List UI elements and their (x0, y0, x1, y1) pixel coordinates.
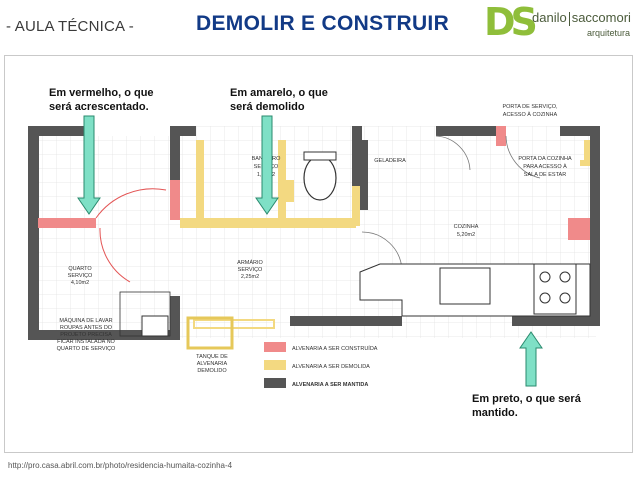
label-armario-2: SERVIÇO (238, 267, 263, 273)
kitchen-counter (359, 263, 591, 317)
label-quarto-1: QUARTO (68, 266, 92, 272)
washing-machine (141, 315, 169, 337)
note-black-line2: mantido. (472, 407, 518, 419)
label-armario-3: 2,25m2 (241, 274, 259, 280)
legend-swatch-demolish (264, 360, 286, 370)
stove-icon (533, 263, 577, 315)
new-walls (38, 126, 590, 240)
label-porta-cozinha-3: SALA DE ESTAR (524, 172, 566, 178)
source-link[interactable]: http://pro.casa.abril.com.br/photo/resid… (8, 461, 233, 470)
label-maquina-5: QUARTO DE SERVIÇO (57, 346, 116, 352)
label-quarto-2: SERVIÇO (68, 273, 93, 279)
legend: ALVENARIA A SER CONSTRUÍDA ALVENARIA A S… (264, 342, 378, 388)
logo-name-first: danilo (532, 10, 567, 25)
label-geladeira: GELADEIRA (374, 158, 406, 164)
logo-name: danilo saccomori (532, 10, 631, 26)
label-maquina-3: PROJETO PRECISA (60, 332, 112, 338)
door-swings (95, 188, 167, 283)
kept-walls (28, 126, 600, 340)
logo-subtitle: arquitetura (587, 28, 631, 38)
arrow-red-note (77, 115, 101, 215)
demolished-walls (180, 140, 590, 329)
label-porta-servico-1: PORTA DE SERVIÇO, (502, 104, 557, 110)
toilet-icon (303, 151, 337, 201)
label-porta-servico-2: ACESSO À COZINHA (503, 111, 558, 118)
label-cozinha-2: 5,20m2 (457, 232, 475, 238)
note-red-line2: será acrescentado. (49, 101, 149, 113)
note-yellow-line2: será demolido (230, 101, 305, 113)
label-armario-1: ARMÁRIO (237, 259, 263, 266)
label-cozinha-1: COZINHA (454, 224, 479, 230)
note-yellow-line1: Em amarelo, o que (230, 87, 328, 99)
label-quarto-3: 4,10m2 (71, 280, 89, 286)
header-tag: - AULA TÉCNICA - (6, 18, 134, 35)
label-maquina-2: ROUPAS ANTES DO (60, 325, 113, 331)
logo-mark: DS (484, 0, 538, 44)
demolished-tank (186, 316, 234, 350)
logo-divider (568, 11, 570, 26)
arrow-yellow-note (255, 115, 279, 215)
legend-label-new: ALVENARIA A SER CONSTRUÍDA (292, 345, 378, 352)
note-red-line1: Em vermelho, o que (49, 87, 154, 99)
note-black: Em preto, o que será mantido. (472, 392, 581, 420)
page-title: DEMOLIR E CONSTRUIR (196, 12, 450, 35)
label-tanque-2: ALVENARIA (197, 361, 228, 367)
arrow-black-note (519, 331, 543, 387)
legend-swatch-keep (264, 378, 286, 388)
note-red: Em vermelho, o que será acrescentado. (49, 86, 154, 114)
note-black-line1: Em preto, o que será (472, 393, 581, 405)
label-tanque-3: DEMOLIDO (197, 368, 227, 374)
label-maquina-4: FICAR INSTALADA NO (57, 339, 115, 345)
logo-name-last: saccomori (571, 10, 631, 25)
door-arcs (361, 135, 541, 271)
legend-swatch-new (264, 342, 286, 352)
legend-label-demolish: ALVENARIA A SER DEMOLIDA (292, 364, 370, 370)
label-tanque-1: TANQUE DE (196, 354, 228, 360)
legend-label-keep: ALVENARIA A SER MANTIDA (292, 382, 368, 388)
label-porta-cozinha-1: PORTA DA COZINHA (518, 156, 572, 162)
note-yellow: Em amarelo, o que será demolido (230, 86, 328, 114)
label-porta-cozinha-2: PARA ACESSO À (523, 163, 567, 170)
brand-logo: DS danilo saccomori arquitetura (484, 0, 634, 46)
label-maquina-1: MÁQUINA DE LAVAR (59, 317, 112, 324)
